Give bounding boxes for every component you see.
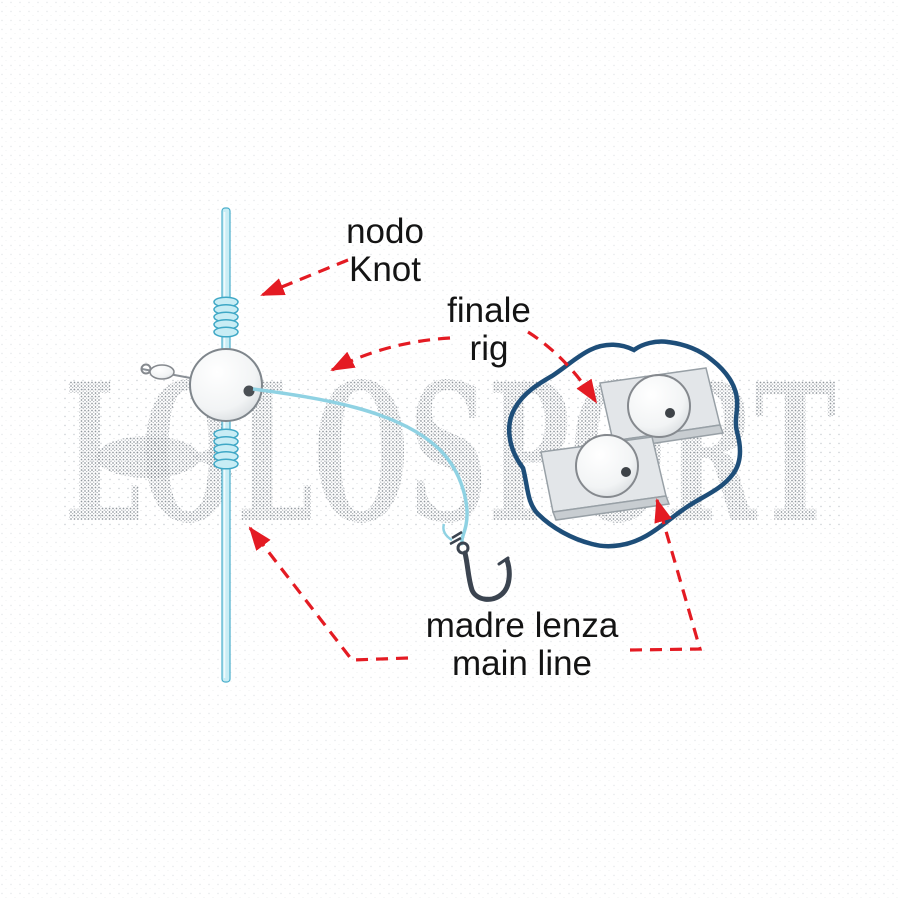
stop-knot-bottom [213,428,239,470]
package-outline [507,339,743,549]
stop-knot-top [213,296,239,338]
float-ball [189,348,263,422]
label-mainline-line1: madre lenza [426,606,619,645]
label-knot: nodo Knot [346,212,424,289]
package-ball-top [627,374,691,438]
swivel [140,363,202,383]
arrow-rig-package [527,330,598,404]
label-knot-line2: Knot [349,250,421,289]
label-mainline: madre lenza main line [426,606,619,683]
arrow-knot [260,258,349,297]
float-ball-hole [243,385,255,397]
arrow-mainline-left [248,526,409,662]
label-rig-line1: finale [447,291,531,330]
fish-hook-icon [449,530,512,602]
package [507,339,743,549]
arrow-rig-left [330,336,451,372]
callout-arrows [248,258,703,662]
rig-line [252,387,469,546]
arrow-mainline-package [629,498,703,652]
package-ball-bottom [575,434,639,498]
label-mainline-line2: main line [452,644,592,683]
label-knot-line1: nodo [346,212,424,251]
label-rig-line2: rig [470,329,509,368]
label-rig: finale rig [447,291,531,368]
